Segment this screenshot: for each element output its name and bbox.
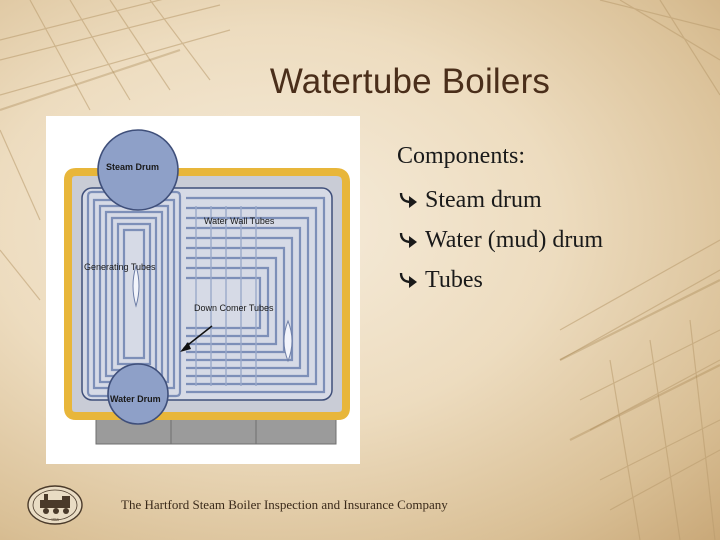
label-steam-drum: Steam Drum bbox=[106, 162, 160, 172]
arrowhead-icon bbox=[180, 342, 191, 352]
components-heading: Components: bbox=[397, 143, 526, 169]
curved-arrow-icon bbox=[399, 232, 417, 248]
list-item: Tubes bbox=[397, 260, 717, 300]
list-item-label: Steam drum bbox=[425, 187, 542, 213]
list-item-label: Water (mud) drum bbox=[425, 227, 604, 253]
components-list: Components: Steam drum Water (mud) drum … bbox=[397, 140, 717, 300]
steam-drum bbox=[97, 129, 179, 211]
slide-title: Watertube Boilers bbox=[269, 62, 551, 101]
footer-text: The Hartford Steam Boiler Inspection and… bbox=[121, 497, 448, 512]
water-drum bbox=[107, 363, 169, 425]
list-item: Steam drum bbox=[397, 180, 717, 220]
boiler-diagram-drawing bbox=[64, 129, 350, 445]
label-down-comer-tubes: Down Comer Tubes bbox=[194, 303, 274, 313]
list-item: Water (mud) drum bbox=[397, 220, 717, 260]
locomotive-seal-icon: 1866 bbox=[27, 485, 83, 525]
boiler-diagram: Steam Drum Water Wall Tubes Generating T… bbox=[46, 116, 360, 464]
curved-arrow-icon bbox=[399, 272, 417, 288]
riser-tubes bbox=[195, 206, 257, 386]
logo-year: 1866 bbox=[51, 517, 59, 522]
list-item-label: Tubes bbox=[425, 267, 483, 293]
label-water-wall-tubes: Water Wall Tubes bbox=[204, 216, 275, 226]
label-generating-tubes: Generating Tubes bbox=[84, 262, 156, 272]
flame-shapes bbox=[132, 264, 293, 363]
water-wall-tubes-bank bbox=[186, 196, 326, 394]
label-water-drum: Water Drum bbox=[110, 394, 161, 404]
curved-arrow-icon bbox=[399, 192, 417, 208]
